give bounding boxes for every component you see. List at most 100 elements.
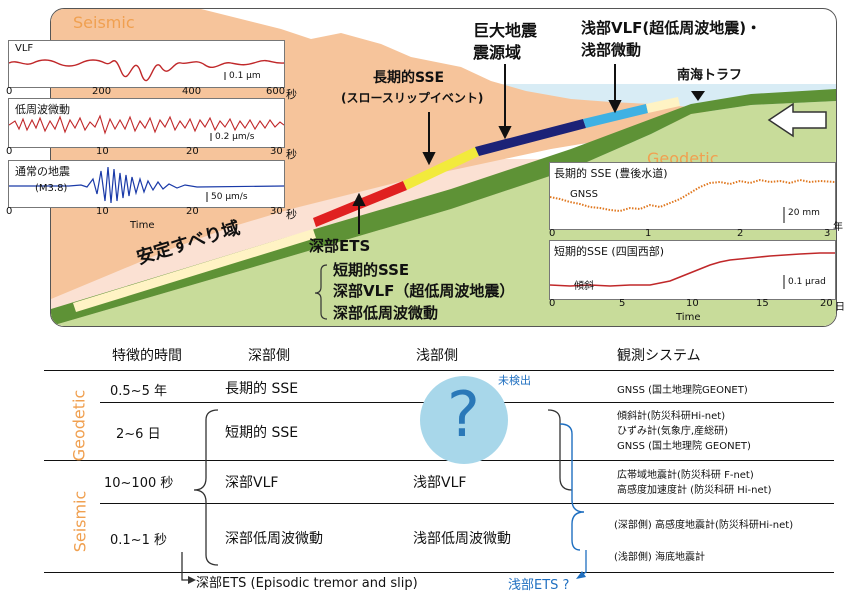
table-rule-2 xyxy=(44,460,834,461)
undetected-question-circle xyxy=(420,376,508,464)
short-sse-tick-2: 10 xyxy=(686,298,699,309)
tremor-scale: 0.2 μm/s xyxy=(215,132,255,142)
row-3-deep: 深部VLF xyxy=(225,475,279,491)
long-sse-trace xyxy=(550,178,835,223)
row-2-deep: 短期的 SSE xyxy=(225,425,299,441)
seismic-label: Seismic xyxy=(73,13,135,32)
vlf-tick-0: 0 xyxy=(6,86,13,97)
short-sse-panel: 短期的SSE (四国西部) 傾斜 0.1 μrad xyxy=(549,240,836,300)
megathrust-label-2: 震源域 xyxy=(473,43,522,62)
short-sse-tick-1: 5 xyxy=(619,298,626,309)
row-2-time: 2~6 日 xyxy=(116,427,161,442)
trough-marker xyxy=(691,91,705,101)
shallow-tremor-segment xyxy=(646,97,680,113)
short-sse-tick-0: 0 xyxy=(549,298,556,309)
shallow-label-2: 浅部微動 xyxy=(581,41,642,59)
deep-ets-item-3: 深部低周波微動 xyxy=(333,304,439,322)
header-deep: 深部側 xyxy=(248,348,290,364)
shallow-ets-footer: 浅部ETS ? xyxy=(508,578,570,593)
row-2-system-3: GNSS (国土地理院 GEONET) xyxy=(617,441,751,452)
row-1-time: 0.5~5 年 xyxy=(110,384,167,399)
long-sse-unit: 年 xyxy=(833,222,843,233)
long-sse-tick-2: 2 xyxy=(737,228,744,239)
short-sse-trace xyxy=(550,252,835,289)
tremor-panel: 低周波微動 0.2 μm/s xyxy=(8,98,285,148)
deep-ets-item-1: 短期的SSE xyxy=(333,261,410,279)
header-time: 特徴的時間 xyxy=(112,348,182,364)
earthquake-xlabel: Time xyxy=(130,220,155,231)
earthquake-tick-0: 0 xyxy=(6,206,13,217)
undetected-label: 未検出 xyxy=(498,374,531,387)
earthquake-tick-3: 30 xyxy=(270,206,283,217)
slab-band xyxy=(51,89,836,326)
table-rule-bottom xyxy=(44,572,834,573)
long-sse-panel-name: 長期的 SSE (豊後水道) xyxy=(554,167,668,180)
convergence-arrow xyxy=(767,102,827,138)
vlf-unit: 秒 xyxy=(286,88,297,101)
long-sse-label-2: (スロースリップイベント) xyxy=(341,91,484,105)
undetected-question-mark: ? xyxy=(447,378,480,451)
long-sse-tick-0: 0 xyxy=(549,228,556,239)
long-sse-scale: 20 mm xyxy=(788,208,820,218)
shallow-ets-arrow xyxy=(579,550,587,577)
deep-ets-footer: 深部ETS (Episodic tremor and slip) xyxy=(196,576,418,591)
shallow-vlf-segment xyxy=(583,104,648,128)
short-sse-unit: 日 xyxy=(835,302,845,313)
long-sse-tick-1: 1 xyxy=(645,228,652,239)
megathrust-segment xyxy=(475,119,586,156)
vlf-tick-2: 400 xyxy=(182,86,202,97)
short-sse-scale: 0.1 μrad xyxy=(788,277,826,287)
tremor-tick-3: 30 xyxy=(270,146,283,157)
earthquake-unit: 秒 xyxy=(286,208,297,221)
table-rule-top xyxy=(44,370,834,371)
table-rule-3 xyxy=(100,503,834,504)
vlf-tick-3: 600 xyxy=(266,86,286,97)
row-4-time: 0.1~1 秒 xyxy=(110,533,167,548)
tremor-trace xyxy=(9,114,284,141)
tremor-tick-1: 10 xyxy=(96,146,109,157)
vlf-scale: 0.1 μm xyxy=(229,71,261,81)
row-4-deep: 深部低周波微動 xyxy=(225,531,323,547)
shallow-ets-brace xyxy=(559,423,585,551)
header-shallow: 浅部側 xyxy=(416,348,458,364)
earthquake-tick-1: 10 xyxy=(96,206,109,217)
long-sse-gnss-label: GNSS xyxy=(570,189,598,200)
trough-label: 南海トラフ xyxy=(677,68,743,83)
deep-ets-item-2: 深部VLF（超低周波地震） xyxy=(333,282,515,300)
vlf-trace xyxy=(9,59,284,82)
long-sse-label-1: 長期的SSE xyxy=(373,70,445,86)
row-1-system-1: GNSS (国土地理院GEONET) xyxy=(617,385,748,396)
row-1-deep: 長期的 SSE xyxy=(225,381,299,397)
row-3-time: 10~100 秒 xyxy=(104,476,174,491)
deep-ets-left-brace xyxy=(193,409,219,566)
row-3-system-1: 広帯域地震計(防災科研 F-net) xyxy=(617,470,754,481)
row-3-shallow: 浅部VLF xyxy=(413,475,467,491)
earthquake-magnitude: (M3.8) xyxy=(35,183,68,194)
tremor-unit: 秒 xyxy=(286,148,297,161)
tremor-panel-name: 低周波微動 xyxy=(15,103,70,116)
row-2-system-2: ひずみ計(気象庁,産総研) xyxy=(617,426,728,437)
row-4-shallow: 浅部低周波微動 xyxy=(413,531,511,547)
row-3-system-2: 高感度加速度計 (防災科研 Hi-net) xyxy=(617,485,772,496)
earthquake-panel-name: 通常の地震 xyxy=(15,165,70,178)
row-2-system-1: 傾斜計(防災科研Hi-net) xyxy=(617,411,726,422)
header-systems: 観測システム xyxy=(617,348,701,364)
stable-slip-segment xyxy=(73,229,316,312)
short-sse-tick-3: 15 xyxy=(756,298,769,309)
short-sse-tick-4: 20 xyxy=(820,298,833,309)
vlf-panel: VLF 0.1 μm xyxy=(8,40,285,88)
megathrust-label-1: 巨大地震 xyxy=(473,21,538,40)
long-sse-panel: 長期的 SSE (豊後水道) GNSS 20 mm xyxy=(549,162,836,230)
deep-ets-label: 深部ETS xyxy=(309,237,371,255)
deep-ets-brace xyxy=(314,264,328,320)
short-sse-panel-name: 短期的SSE (四国西部) xyxy=(554,245,664,258)
long-sse-segment xyxy=(403,147,479,190)
tremor-tick-2: 20 xyxy=(186,146,199,157)
deep-ets-footer-arrow xyxy=(181,552,190,581)
earthquake-scale: 50 μm/s xyxy=(211,192,248,202)
earthquake-trace xyxy=(9,166,284,204)
shallow-label-1: 浅部VLF(超低周波地震)・ xyxy=(581,19,762,37)
vlf-panel-name: VLF xyxy=(15,43,34,54)
row-4-system-2: (浅部側) 海底地震計 xyxy=(614,552,705,563)
